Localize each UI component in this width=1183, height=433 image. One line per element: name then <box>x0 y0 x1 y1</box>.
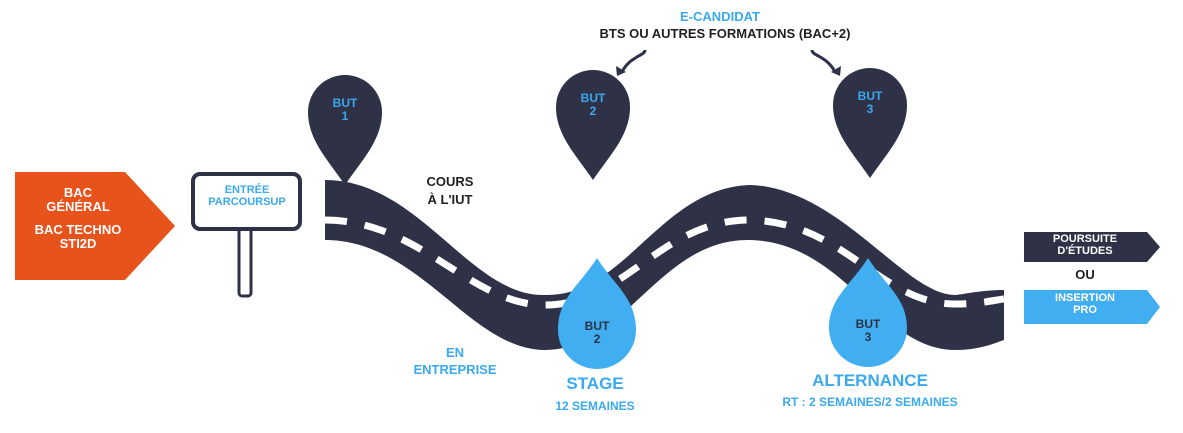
alternance-sub: RT : 2 SEMAINES/2 SEMAINES <box>782 395 958 409</box>
cours-label: COURS À L'IUT <box>410 173 490 208</box>
pin-but2-l2: 2 <box>589 103 597 118</box>
drop-but2-l2: 2 <box>593 331 601 346</box>
bac-label: BAC GÉNÉRAL BAC TECHNO STI2D <box>28 186 128 251</box>
drop-but2 <box>558 258 636 369</box>
poursuite-arrow <box>1024 232 1160 262</box>
ecandidat-label: E-CANDIDAT <box>680 9 760 24</box>
alternance-title: ALTERNANCE <box>812 371 928 390</box>
pin-but1-l1: BUT <box>332 96 358 110</box>
poursuite-label: POURSUITE D'ÉTUDES <box>1030 233 1140 257</box>
pin-but3 <box>833 68 907 178</box>
bts-label: BTS OU AUTRES FORMATIONS (BAC+2) <box>599 26 851 41</box>
road-dash-line <box>324 216 1005 309</box>
insertion-l1: INSERTION <box>1055 292 1115 304</box>
stage-title: STAGE <box>566 374 624 393</box>
bac-techno-line2: STI2D <box>59 235 97 251</box>
pin-but1 <box>308 75 382 185</box>
stage-sub: 12 SEMAINES <box>555 399 635 413</box>
pin-but2 <box>556 70 630 180</box>
entreprise-label: EN ENTREPRISE <box>405 345 505 379</box>
bac-arrow <box>15 172 175 280</box>
drop-but2-l1: BUT <box>584 319 610 333</box>
drop-but2-label: BUT 2 <box>572 320 622 345</box>
sign-board <box>191 172 302 231</box>
pin-but1-label: BUT 1 <box>320 97 370 122</box>
insertion-label: INSERTION PRO <box>1030 292 1140 316</box>
bac-general-line2: GÉNÉRAL <box>46 198 110 214</box>
drop-but3-l2: 3 <box>864 329 872 344</box>
cours-l1: COURS <box>426 174 474 189</box>
bac-general-line1: BAC <box>63 185 93 200</box>
drop-but3-label: BUT 3 <box>843 318 893 343</box>
curved-arrow-right-icon <box>810 49 841 76</box>
entreprise-l2: ENTREPRISE <box>413 361 497 377</box>
poursuite-l1: POURSUITE <box>1052 233 1118 245</box>
insertion-arrow <box>1024 290 1160 324</box>
road <box>324 180 1005 350</box>
pin-but3-label: BUT 3 <box>845 90 895 115</box>
insertion-l2: PRO <box>1073 303 1097 316</box>
drop-but3-l1: BUT <box>855 317 881 331</box>
pin-but3-l1: BUT <box>857 89 883 103</box>
pin-but2-label: BUT 2 <box>568 92 618 117</box>
cours-l2: À L'IUT <box>427 191 473 207</box>
drop-but3 <box>829 258 907 367</box>
sign-line1: ENTRÉE <box>224 184 270 196</box>
pin-but1-l2: 1 <box>341 108 349 123</box>
sign-line2: PARCOURSUP <box>208 195 286 208</box>
entreprise-l1: EN <box>445 345 465 360</box>
sign-post <box>237 224 253 298</box>
pin-but3-l2: 3 <box>866 101 874 116</box>
poursuite-l2: D'ÉTUDES <box>1057 244 1113 257</box>
curved-arrow-left-icon <box>616 49 647 76</box>
bac-techno-line1: BAC TECHNO <box>34 222 122 238</box>
pin-but2-l1: BUT <box>580 91 606 105</box>
ou-label: OU <box>1075 267 1095 282</box>
sign-label: ENTRÉE PARCOURSUP <box>195 184 299 208</box>
